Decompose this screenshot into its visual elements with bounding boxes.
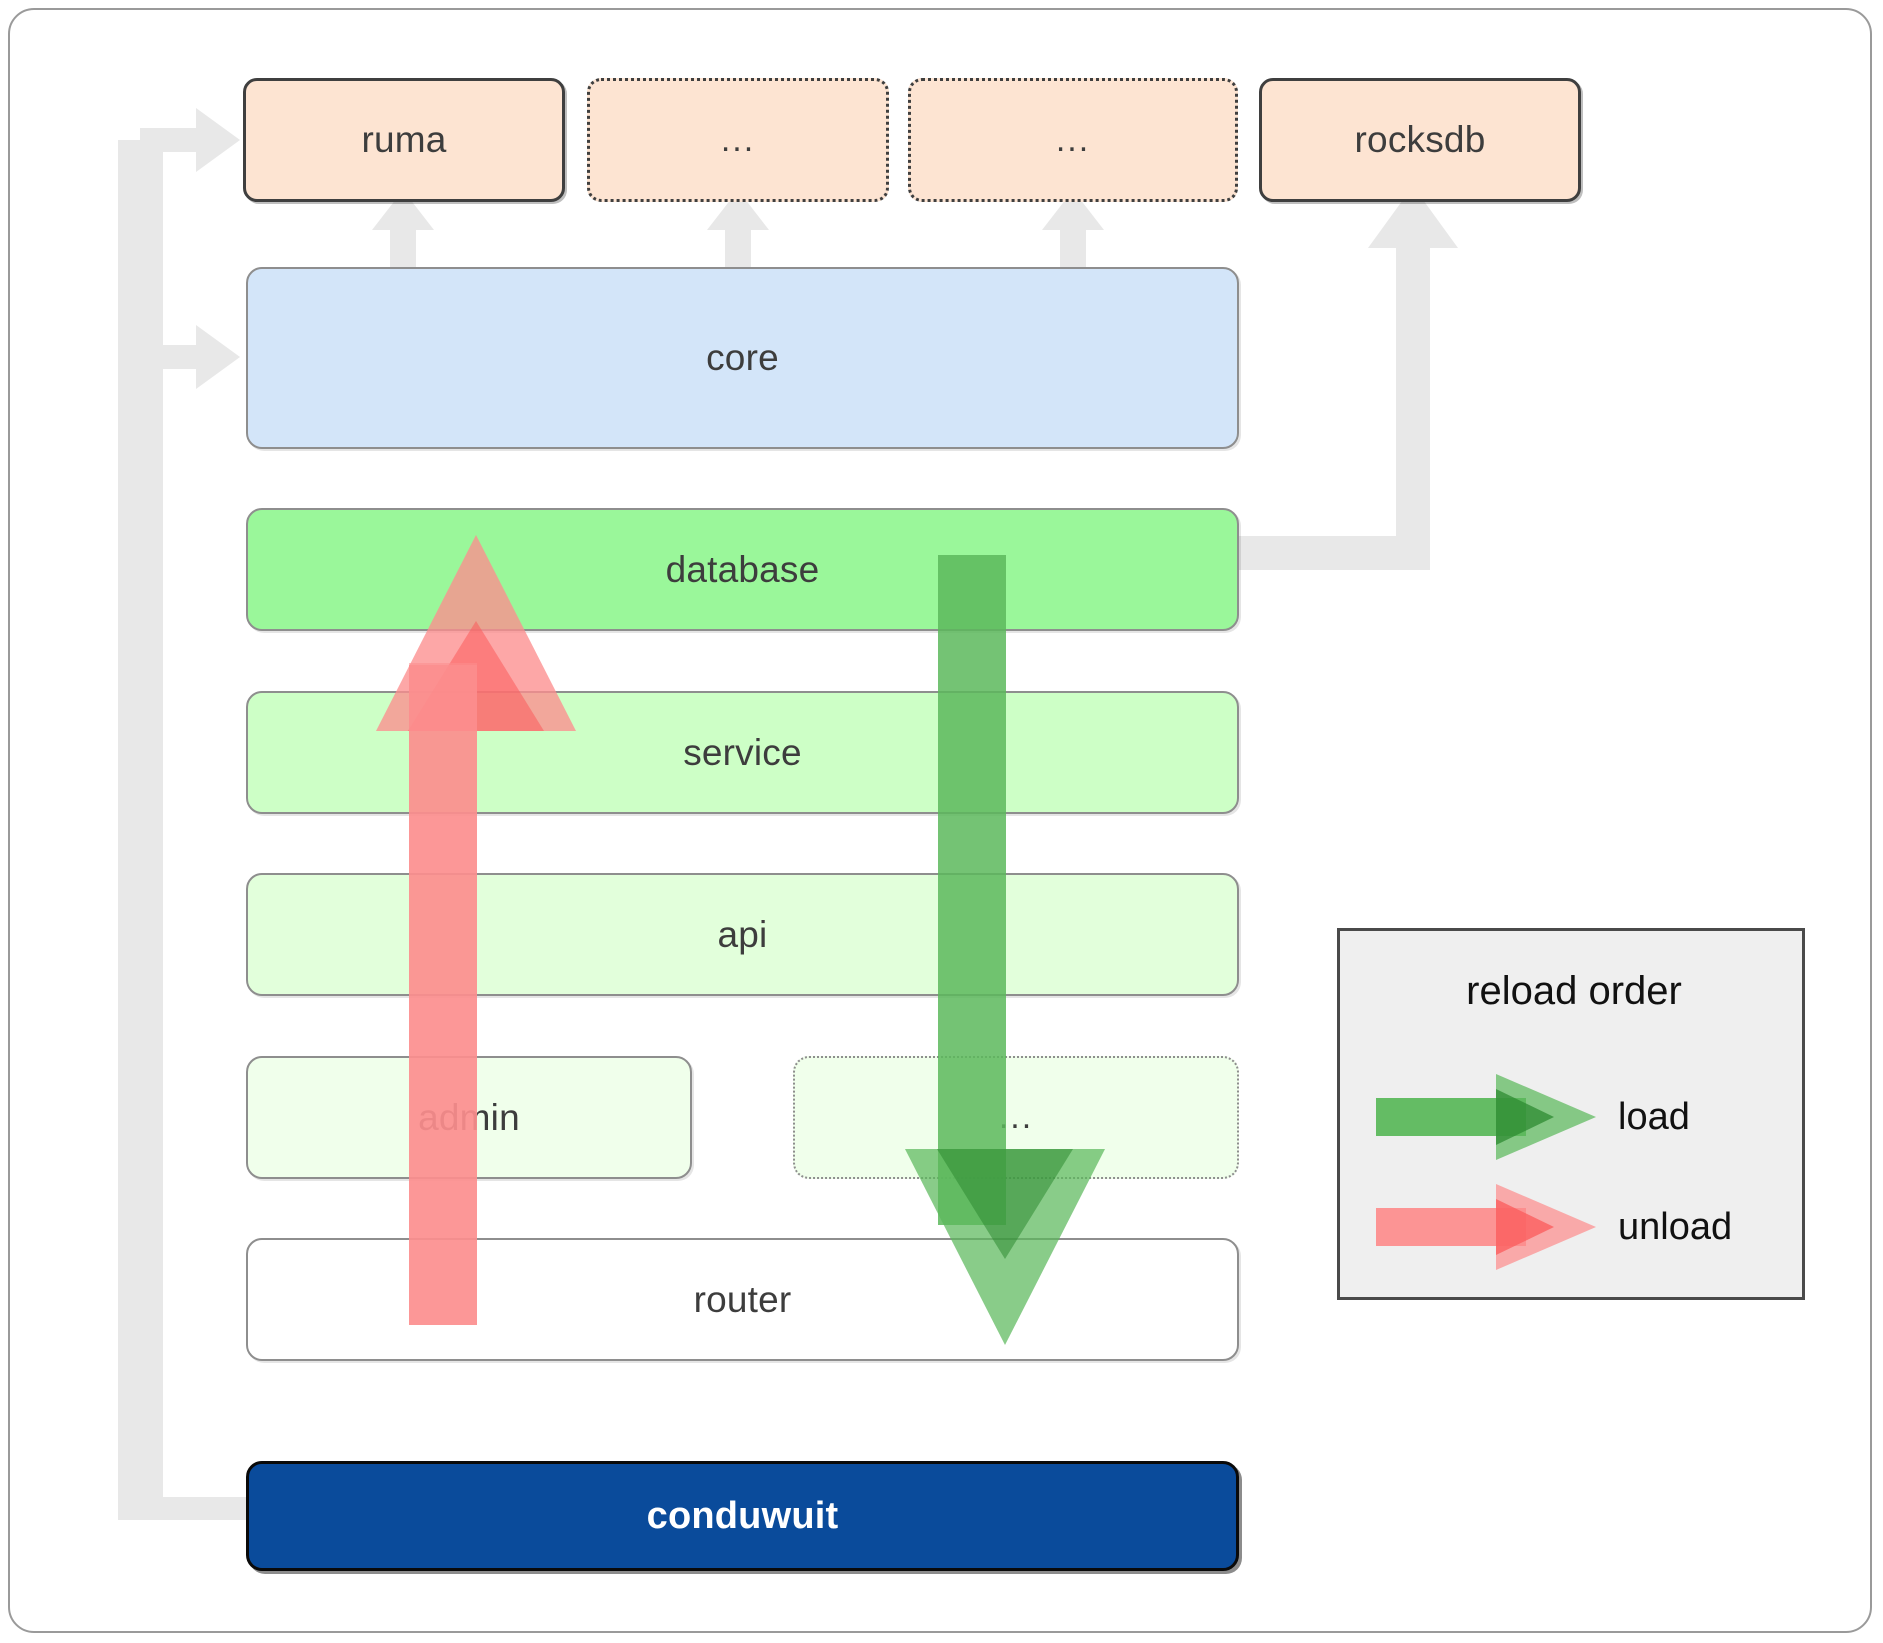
layer-node-core[interactable]: core bbox=[246, 267, 1239, 449]
layer-label-core: core bbox=[706, 337, 779, 378]
dependency-label-ellipsis-1: ... bbox=[720, 120, 756, 159]
layer-label-service: service bbox=[683, 731, 802, 773]
legend-title: reload order bbox=[1466, 969, 1682, 1013]
legend-label-unload: unload bbox=[1618, 1205, 1733, 1248]
layer-node-router[interactable]: router bbox=[246, 1238, 1239, 1361]
layer-node-service[interactable]: service bbox=[246, 691, 1239, 814]
dependency-node-ellipsis-2[interactable]: ... bbox=[908, 78, 1238, 202]
legend-unload-arrow-icon bbox=[1376, 1184, 1596, 1270]
layer-label-admin: admin bbox=[418, 1096, 520, 1138]
layer-node-api[interactable]: api bbox=[246, 873, 1239, 996]
layer-node-conduwuit[interactable]: conduwuit bbox=[246, 1461, 1239, 1571]
layer-label-database: database bbox=[665, 548, 820, 590]
legend-load-arrow-icon bbox=[1376, 1074, 1596, 1160]
legend-panel: reload order load unload bbox=[1337, 928, 1805, 1300]
dependency-label-rocksdb: rocksdb bbox=[1354, 119, 1486, 160]
layer-label-conduwuit: conduwuit bbox=[646, 1494, 839, 1537]
dependency-label-ruma: ruma bbox=[361, 119, 447, 160]
layer-label-api: api bbox=[717, 913, 768, 955]
dependency-node-ellipsis-1[interactable]: ... bbox=[587, 78, 889, 202]
layer-node-admin[interactable]: admin bbox=[246, 1056, 692, 1179]
legend-row-load: load bbox=[1340, 1071, 1808, 1163]
layer-node-database[interactable]: database bbox=[246, 508, 1239, 631]
diagram-frame bbox=[8, 8, 1872, 1633]
layer-label-ellipsis: ... bbox=[998, 1098, 1034, 1136]
layer-label-router: router bbox=[693, 1278, 792, 1320]
layer-node-ellipsis[interactable]: ... bbox=[793, 1056, 1239, 1179]
legend-row-unload: unload bbox=[1340, 1181, 1808, 1273]
legend-label-load: load bbox=[1618, 1095, 1690, 1138]
dependency-node-ruma[interactable]: ruma bbox=[243, 78, 565, 202]
dependency-label-ellipsis-2: ... bbox=[1055, 120, 1091, 159]
dependency-node-rocksdb[interactable]: rocksdb bbox=[1259, 78, 1581, 202]
